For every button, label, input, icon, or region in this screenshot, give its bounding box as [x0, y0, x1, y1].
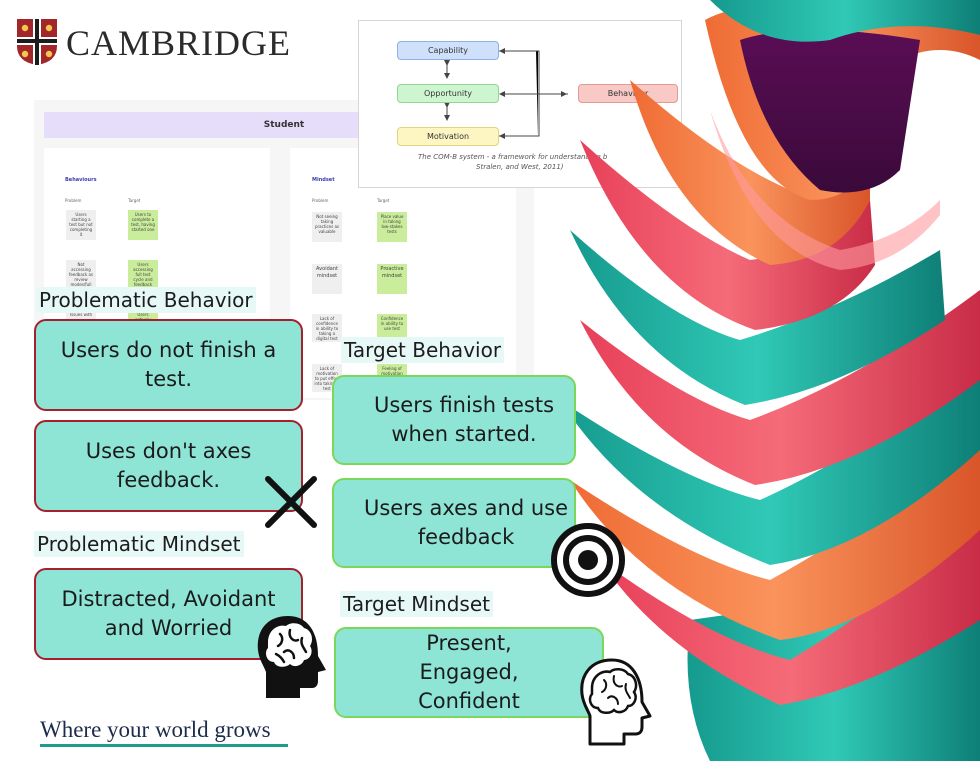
com-b-capability: Capability [397, 41, 499, 60]
card-text: Users finish tests when started. [373, 393, 555, 446]
card-text: Uses don't axes feedback. [85, 439, 252, 492]
problem-behavior-card: Users do not finish a test. [34, 319, 303, 411]
whiteboard-title: Student [263, 120, 305, 130]
mindset-problem-col: Problem [312, 198, 329, 203]
problematic-mindset-label: Problematic Mindset [34, 531, 244, 557]
sticky-note: Users accessing full test cycle and feed… [128, 260, 158, 290]
com-b-caption: The COM-B system - a framework for under… [418, 152, 678, 172]
sticky-note: Lack of confidence in ability to taking … [312, 314, 342, 342]
mindset-target-col: Target [377, 198, 390, 203]
target-behavior-card: Users finish tests when started. [332, 375, 576, 465]
brain-head-icon [257, 616, 326, 698]
sticky-note: Not accessing feedback as review modes/f… [66, 260, 96, 290]
behaviours-panel-title: Behaviours [65, 177, 97, 183]
card-text: Users axes and use feedback [363, 496, 569, 549]
sticky-note: Proactive mindset [377, 264, 407, 294]
com-b-caption-line2: Stralen, and West, 2011) [476, 163, 564, 171]
com-b-caption-line1: The COM-B system - a framework for under… [418, 153, 608, 161]
brain-head-outline-icon [580, 658, 652, 746]
target-mindset-label: Target Mindset [340, 591, 493, 617]
tagline-underline [40, 744, 288, 747]
abstract-stacked-shape [560, 0, 980, 761]
com-b-motivation: Motivation [397, 127, 499, 146]
target-icon [551, 523, 625, 597]
card-text: Distracted, Avoidant and Worried [61, 587, 276, 640]
com-b-opportunity: Opportunity [397, 84, 499, 103]
behaviours-problem-col: Problem [65, 198, 82, 203]
behaviours-target-col: Target [128, 198, 141, 203]
card-text: Users do not finish a test. [60, 338, 277, 391]
cross-icon [265, 476, 317, 528]
sticky-note: Avoidant mindset [312, 264, 342, 294]
cambridge-shield-icon [17, 19, 57, 65]
target-behavior-label: Target Behavior [341, 337, 505, 363]
target-mindset-card: Present, Engaged, Confident [334, 627, 604, 718]
mindset-panel-title: Mindset [312, 177, 335, 183]
brand-tagline: Where your world grows [40, 717, 271, 742]
target-behavior-card: Users axes and use feedback [332, 478, 576, 568]
brand-name: CAMBRIDGE [66, 23, 292, 63]
sticky-note: Place value in taking low-stakes tests [377, 212, 407, 242]
sticky-note: Users to complete a test, having started… [128, 210, 158, 240]
problem-behavior-card: Uses don't axes feedback. [34, 420, 303, 512]
card-text: Present, Engaged, Confident [418, 631, 520, 713]
sticky-note: Users starting a test but not completing… [66, 210, 96, 240]
problematic-behavior-label: Problematic Behavior [36, 287, 256, 313]
com-b-behaviour: Behaviour [578, 84, 678, 103]
com-b-arrows [444, 48, 568, 139]
sticky-note: Not seeing taking practices as valuable [312, 212, 342, 242]
